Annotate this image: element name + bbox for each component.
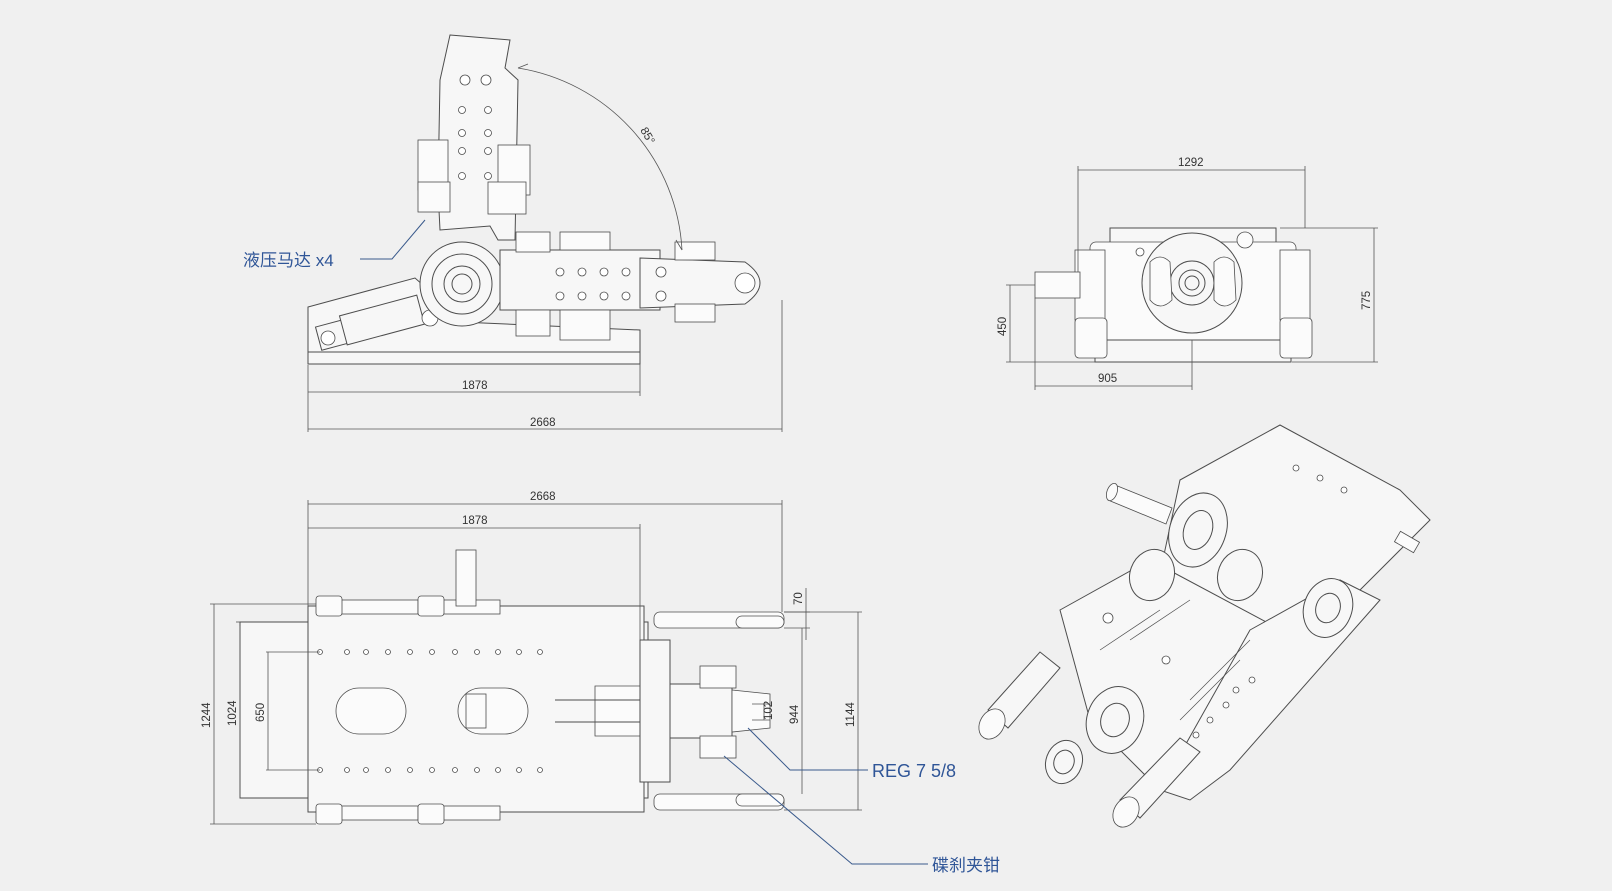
side-fork-head: [639, 241, 761, 323]
callout-hydraulic-motor: 液压马达 x4: [243, 251, 334, 270]
callout-disc-brake: 碟刹夹钳: [932, 856, 1000, 875]
isometric-view: [978, 424, 1431, 828]
side-base-plate: [307, 351, 641, 365]
top-dim-102: 102: [763, 701, 775, 720]
front-dimensions: 1292 775 450 905: [997, 157, 1378, 390]
iso-flanges: [1044, 492, 1354, 785]
top-dim-944: 944: [789, 704, 801, 724]
top-dim-1024: 1024: [227, 700, 239, 726]
side-dim-1878: 1878: [462, 380, 488, 392]
front-dim-905: 905: [1098, 373, 1117, 385]
top-dim-1144: 1144: [845, 702, 857, 727]
top-dim-1244: 1244: [201, 702, 213, 728]
front-base: [1094, 339, 1292, 363]
side-angle-label: 85°: [637, 126, 656, 147]
top-dim-1878: 1878: [462, 515, 488, 527]
side-main-body: [499, 249, 661, 311]
iso-holes: [1102, 464, 1348, 739]
side-bolt-holes: [555, 267, 631, 301]
top-window-left: [335, 687, 407, 735]
top-dim-70: 70: [793, 592, 805, 605]
front-motor-shaft: [1034, 271, 1081, 299]
side-dim-2668: 2668: [530, 417, 556, 429]
side-dimensions: 1878 2668: [307, 300, 783, 432]
top-fork: [653, 611, 785, 811]
front-view: 1292 775 450 905: [997, 157, 1378, 390]
side-view: 85° 1878 2668 液压马达 x4: [243, 34, 783, 432]
callout-line-brake: [723, 755, 928, 865]
top-motor-shaft: [455, 549, 477, 607]
side-raised-arm: [417, 34, 531, 241]
callout-line-motor: [360, 219, 426, 260]
top-hole-rows: [317, 649, 543, 773]
iso-fork-arms: [978, 651, 1201, 828]
top-dim-2668: 2668: [530, 491, 556, 503]
side-clamp-bottom: [559, 309, 611, 341]
front-dim-775: 775: [1361, 291, 1373, 310]
side-angle-arc: 85°: [517, 63, 683, 251]
top-dimensions: 2668 1878 1244 1024 650 70 944 1144: [201, 491, 862, 825]
front-dim-1292: 1292: [1178, 157, 1204, 169]
top-dim-650: 650: [255, 703, 267, 722]
side-rotary-housing: [419, 241, 505, 327]
callout-line-reg: [747, 727, 868, 771]
callout-reg: REG 7 5/8: [872, 761, 956, 781]
front-dim-450: 450: [997, 317, 1009, 336]
side-clamp-top: [559, 231, 611, 251]
top-view: 2668 1878 1244 1024 650 70 944 1144: [201, 491, 1000, 875]
